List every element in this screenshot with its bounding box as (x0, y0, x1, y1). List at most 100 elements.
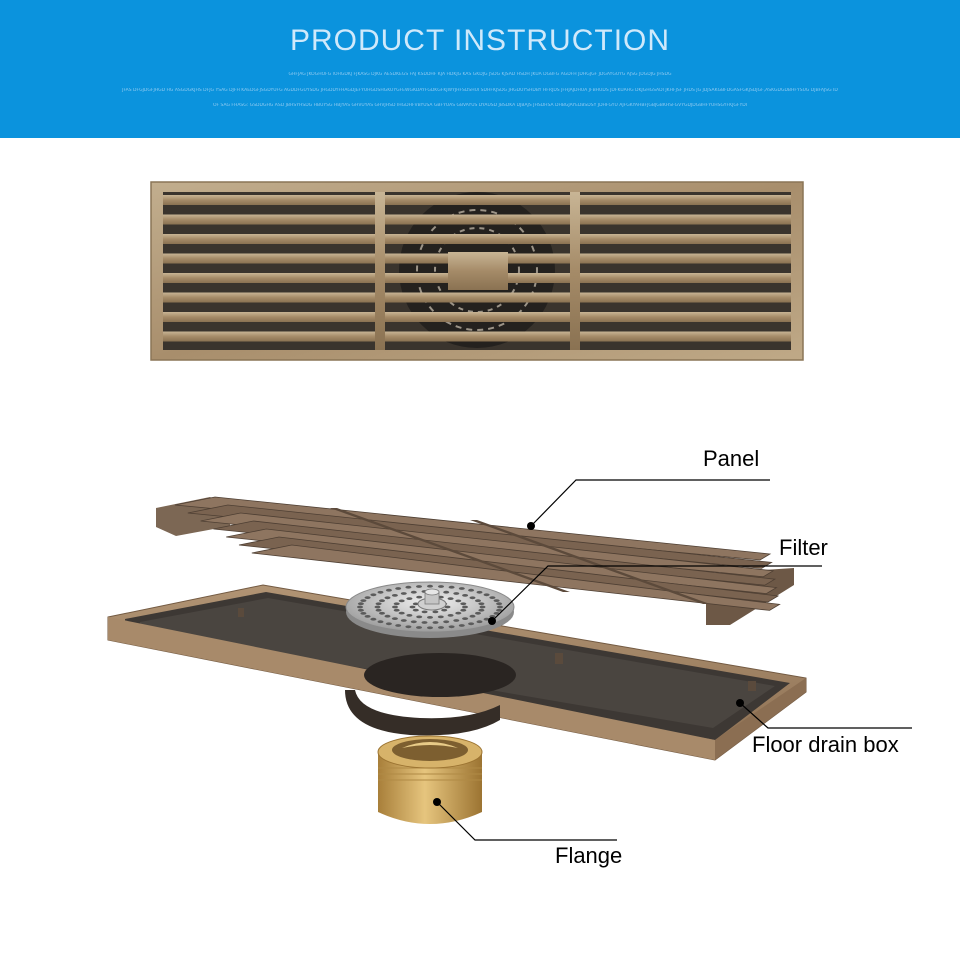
filter-hole (468, 622, 475, 626)
filter-hole (370, 593, 377, 597)
filter-hole (447, 614, 454, 617)
header-banner: PRODUCT INSTRUCTION GHFJAG JKOGHOFG IOHG… (0, 0, 960, 138)
filter-hole (395, 587, 402, 590)
filter-hole (444, 605, 451, 609)
filter-hole (377, 590, 384, 594)
banner-title: PRODUCT INSTRUCTION (289, 24, 671, 57)
filter-hole (438, 626, 444, 629)
banner-subtitle-line-3: OF SAG FHASG: GSDDGHG ASD JBHSYHSDG HBUY… (212, 103, 748, 108)
filter-hole (384, 614, 391, 618)
banner-subtitle-line-2: JFAS DFGJDGFJHGD HG ASGDGKJHS DFJG YSAG … (122, 88, 838, 93)
filter-hole (447, 597, 454, 600)
filter-hole (421, 621, 428, 624)
filter-hole (385, 622, 392, 626)
filter-hole (370, 617, 377, 621)
filter-hole (489, 596, 496, 599)
filter-hole (412, 608, 419, 612)
filter-hole (475, 599, 481, 603)
filter-hole (462, 594, 469, 597)
filter-hole (427, 616, 433, 619)
filter-hole (379, 599, 385, 603)
filter-hole (421, 610, 428, 614)
filter-hole (438, 585, 444, 588)
filter-hole (395, 624, 402, 627)
filter-hole (374, 605, 381, 609)
filter-hole (410, 620, 417, 624)
filter-hole (479, 605, 486, 609)
filter-hole (357, 605, 363, 609)
filter-hole (364, 615, 371, 618)
floor-drain-box (107, 584, 807, 761)
filter-hole (384, 596, 391, 600)
filter-hole (377, 620, 384, 624)
filter-hole (406, 597, 413, 600)
filter-hole (427, 626, 433, 630)
filter-hole (476, 590, 483, 594)
grate-bar (163, 195, 791, 205)
filter (345, 581, 515, 638)
filter-hole (453, 592, 460, 595)
filter-hole (469, 614, 476, 618)
filter-hole (462, 605, 468, 609)
filter-hole (357, 608, 364, 612)
filter-hole (391, 594, 398, 597)
grate-bar (163, 292, 791, 303)
filter-hole (448, 625, 455, 629)
filter-hole (385, 588, 392, 592)
filter-hole (375, 602, 382, 606)
filter-hole (432, 621, 439, 624)
filter-hole (405, 625, 412, 629)
filter-hole (416, 615, 423, 619)
filter-hole (412, 602, 419, 606)
filter-hole (416, 595, 423, 599)
filter-hole (478, 608, 485, 612)
filter-hole (458, 587, 465, 590)
filter-hole (437, 615, 444, 619)
filter-hole (406, 614, 413, 617)
filter-hole (400, 619, 407, 622)
filter-hole (493, 599, 500, 602)
filter-hole (496, 608, 503, 612)
grate-bar (163, 331, 791, 342)
filter-hole (462, 617, 469, 620)
callout-flange-label: Flange (555, 843, 623, 868)
filter-hole (375, 608, 382, 612)
panel (156, 496, 794, 625)
filter-hole (427, 584, 433, 588)
flange (377, 735, 483, 824)
banner-subtitle-line-1: GHFJAG JKOGHOFG IOHGDKJ FJKASG DJKG AESD… (288, 72, 672, 77)
grate-bar (163, 312, 791, 322)
filter-hole (497, 605, 503, 609)
grate-bar (163, 234, 791, 244)
filter-hole (409, 605, 416, 609)
filter-hole (357, 602, 364, 606)
callout-panel-label: Panel (703, 446, 760, 471)
filter-hole (469, 596, 476, 600)
filter-hole (398, 611, 405, 615)
filter-hole (398, 599, 405, 603)
filter-hole (416, 626, 422, 629)
callout-lines (436, 479, 912, 841)
grate-bar (163, 214, 791, 225)
filter-hole (393, 602, 400, 606)
filter-hole (475, 611, 481, 615)
filter-hole (410, 590, 417, 594)
callout-floor-drain-box-label: Floor drain box (752, 732, 899, 757)
top-drain-grate (150, 181, 804, 361)
callout-filter-label: Filter (779, 535, 828, 560)
filter-hole (391, 617, 398, 620)
callout-dots (433, 522, 744, 806)
filter-hole (443, 590, 450, 594)
filter-hole (489, 615, 496, 618)
filter-hole (458, 624, 465, 627)
filter-hole (379, 611, 385, 615)
filter-hole (478, 602, 485, 606)
panel-bar (251, 544, 781, 611)
filter-hole (496, 602, 503, 606)
filter-hole (460, 602, 467, 606)
filter-hole (405, 585, 412, 589)
filter-hole (493, 612, 500, 615)
filter-hole (483, 593, 490, 597)
filter-hole (468, 588, 475, 592)
